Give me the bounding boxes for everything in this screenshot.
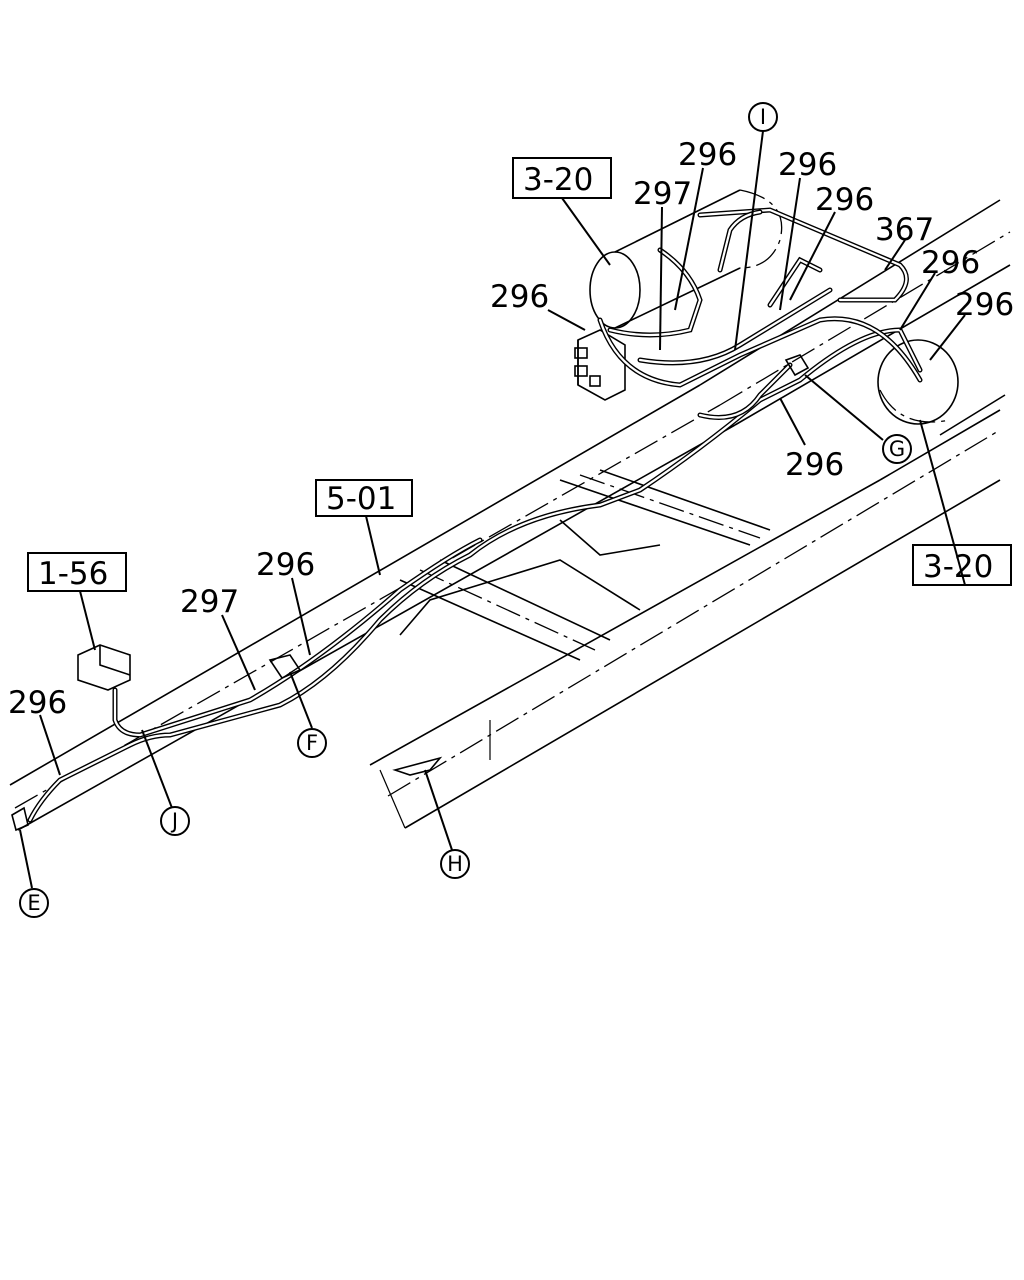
part-label-297: 297	[180, 584, 239, 620]
svg-text:F: F	[306, 731, 318, 755]
callout-e: E	[19, 888, 49, 918]
svg-text:3-20: 3-20	[523, 162, 593, 198]
part-label-296: 296	[921, 245, 980, 281]
ref-box-3-20-right: 3-20	[912, 544, 1012, 586]
callout-g: G	[882, 434, 912, 464]
part-label-296: 296	[785, 447, 844, 483]
brackets	[11, 354, 810, 832]
part-label-297: 297	[633, 176, 692, 212]
part-label-296: 296	[678, 137, 737, 173]
svg-text:H: H	[447, 852, 463, 876]
part-label-296: 296	[815, 182, 874, 218]
ref-box-1-56: 1-56	[27, 552, 127, 592]
leader-lines	[19, 130, 966, 889]
part-label-296: 296	[955, 287, 1014, 323]
callout-i: I	[748, 102, 778, 132]
part-label-367: 367	[875, 212, 934, 248]
callout-j: J	[160, 806, 190, 836]
ref-box-3-20-top: 3-20	[512, 157, 612, 199]
ref-box-5-01: 5-01	[315, 479, 413, 517]
part-label-296: 296	[8, 685, 67, 721]
valve-assembly	[574, 329, 626, 401]
svg-text:E: E	[27, 891, 40, 915]
air-tank-right	[877, 339, 959, 425]
part-label-296: 296	[490, 279, 549, 315]
svg-text:5-01: 5-01	[326, 481, 396, 517]
svg-text:J: J	[170, 809, 178, 833]
svg-text:I: I	[760, 105, 766, 129]
part-label-296: 296	[256, 547, 315, 583]
callout-h: H	[440, 849, 470, 879]
part-label-296: 296	[778, 147, 837, 183]
svg-text:3-20: 3-20	[923, 549, 993, 585]
chassis-frame	[9, 199, 1011, 831]
svg-text:G: G	[889, 437, 905, 461]
brake-pipes	[27, 207, 923, 823]
callout-f: F	[297, 728, 327, 758]
svg-text:1-56: 1-56	[38, 556, 108, 592]
